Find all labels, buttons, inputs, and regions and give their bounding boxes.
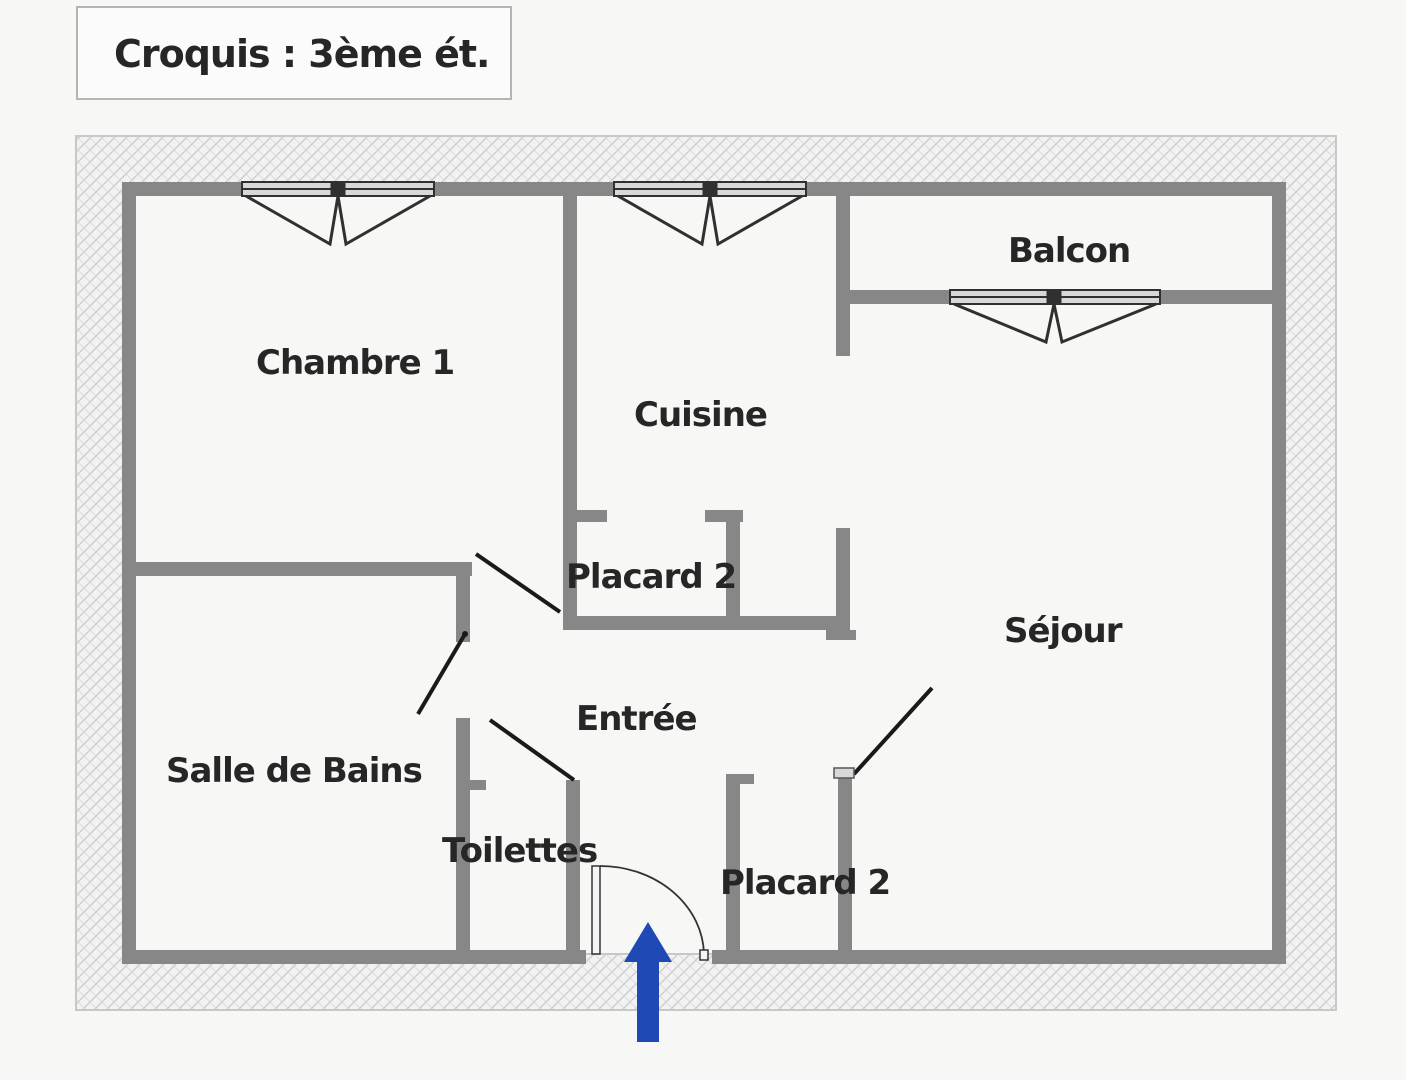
- window-chambre: [241, 181, 435, 247]
- door-salle-de-bains: [416, 631, 468, 716]
- outer-wall-bottom-right: [712, 950, 1286, 964]
- wall-placard-bottom: [563, 616, 850, 630]
- wall-placard-lower-top: [726, 774, 754, 784]
- label-sejour: Séjour: [1004, 611, 1123, 651]
- label-toilettes: Toilettes: [442, 831, 597, 871]
- door-toilettes: [488, 718, 576, 782]
- label-chambre-1: Chambre 1: [256, 343, 454, 383]
- window-cuisine: [613, 181, 807, 247]
- wall-sdb-toilettes-lower: [456, 718, 470, 950]
- label-entree: Entrée: [576, 699, 697, 739]
- outer-wall-bottom-left: [122, 950, 586, 964]
- label-salle-de-bains: Salle de Bains: [166, 751, 422, 791]
- door-sejour: [833, 686, 934, 779]
- door-chambre: [474, 552, 562, 614]
- wall-placard-top-left: [577, 510, 607, 522]
- title-box: Croquis : 3ème ét.: [76, 6, 512, 100]
- wall-toilettes-right: [566, 780, 580, 950]
- wall-toilettes-top: [470, 780, 486, 790]
- entrance-door: [591, 865, 709, 961]
- wall-placard-lower-right: [838, 774, 852, 950]
- wall-cuisine-sejour-upper: [836, 196, 850, 356]
- outer-wall-right: [1272, 182, 1286, 964]
- plan-title: Croquis : 3ème ét.: [114, 32, 490, 76]
- label-placard-2-upper: Placard 2: [566, 557, 736, 597]
- outer-wall-left: [122, 182, 136, 964]
- label-cuisine: Cuisine: [634, 395, 767, 435]
- entry-arrow-icon: [624, 922, 672, 1042]
- wall-placard-right: [726, 510, 740, 618]
- window-sejour: [949, 289, 1161, 345]
- wall-chambre-sdb: [136, 562, 472, 576]
- wall-cuisine-sejour-lower: [836, 528, 850, 632]
- label-balcon: Balcon: [1008, 231, 1130, 271]
- wall-stub-sejour: [826, 630, 856, 640]
- label-placard-2-lower: Placard 2: [720, 863, 890, 903]
- wall-chambre-cuisine: [563, 196, 577, 630]
- wall-sdb-toilettes-upper: [456, 562, 470, 642]
- wall-placard-lower-left: [726, 776, 740, 950]
